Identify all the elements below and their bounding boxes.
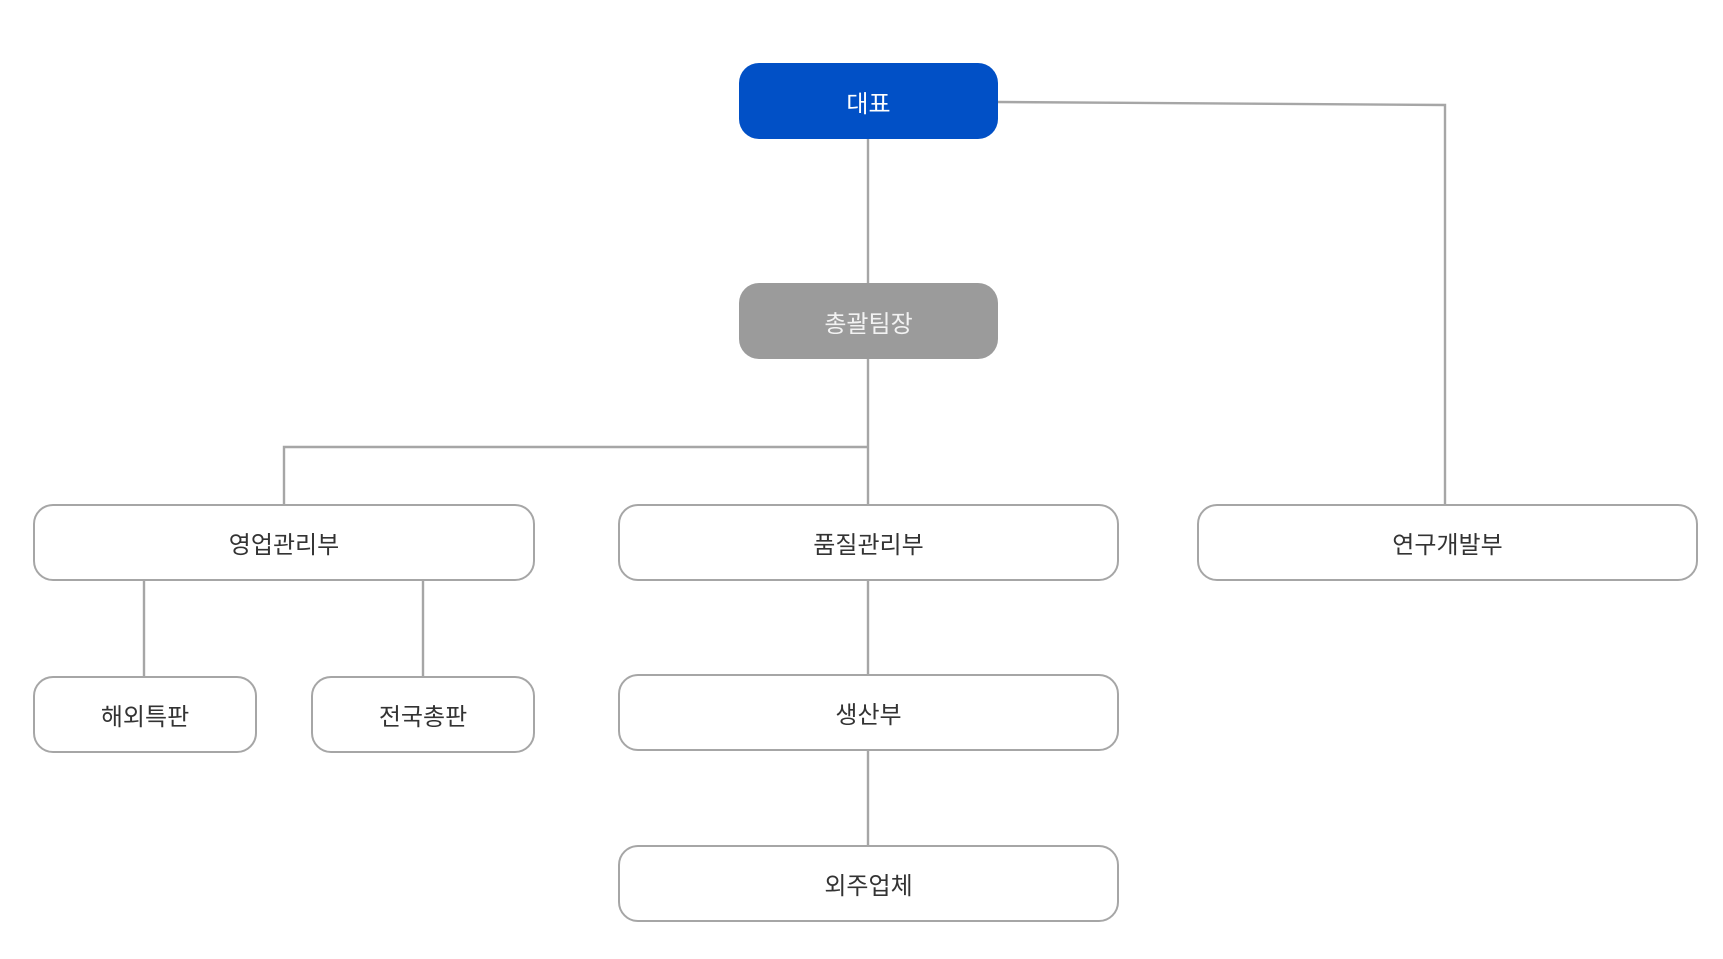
ceo-node: 대표 (739, 63, 998, 139)
overseas-sales-node: 해외특판 (33, 676, 257, 753)
general-manager-node: 총괄팀장 (739, 283, 998, 359)
production-node: 생산부 (618, 674, 1119, 751)
sales-management-label: 영업관리부 (228, 531, 340, 559)
overseas-sales-label: 해외특판 (100, 703, 190, 731)
connector-ceo-rnd (996, 100, 1447, 504)
national-distribution-label: 전국총판 (378, 703, 468, 731)
production-label: 생산부 (835, 701, 902, 729)
quality-management-node: 품질관리부 (618, 504, 1119, 581)
connector-manager-sales (282, 445, 868, 504)
ceo-label: 대표 (846, 89, 891, 118)
rnd-node: 연구개발부 (1197, 504, 1698, 581)
outsourcing-label: 외주업체 (824, 872, 913, 900)
outsourcing-node: 외주업체 (618, 845, 1119, 922)
rnd-label: 연구개발부 (1392, 531, 1503, 559)
general-manager-label: 총괄팀장 (824, 309, 913, 338)
national-distribution-node: 전국총판 (311, 676, 535, 753)
quality-management-label: 품질관리부 (813, 531, 924, 559)
sales-management-node: 영업관리부 (33, 504, 535, 581)
